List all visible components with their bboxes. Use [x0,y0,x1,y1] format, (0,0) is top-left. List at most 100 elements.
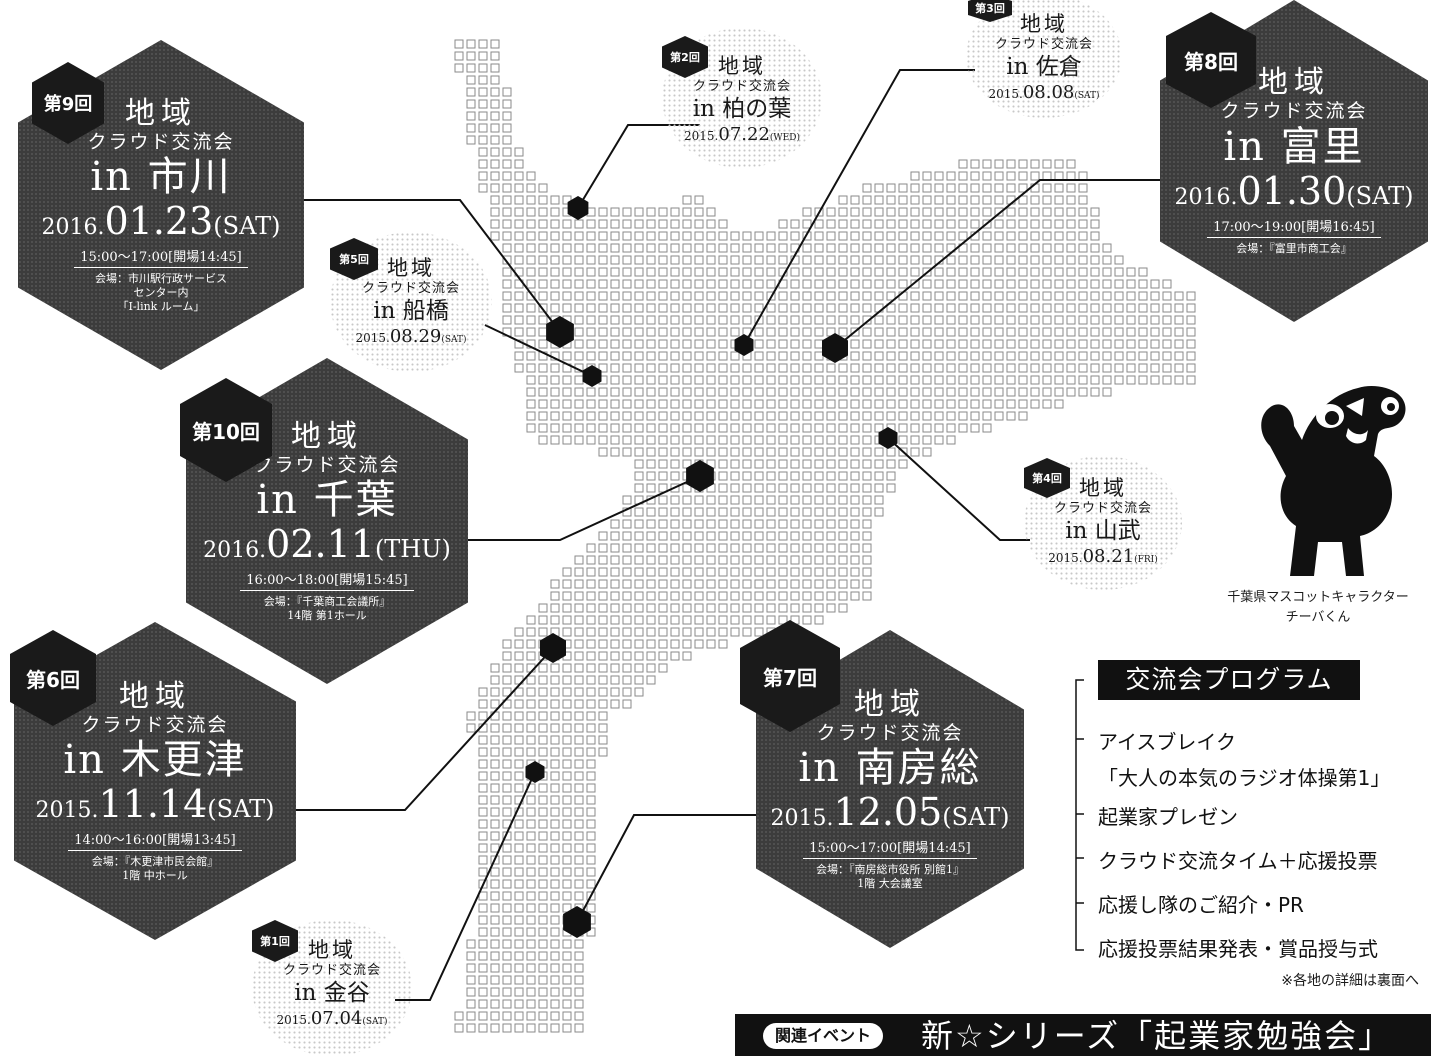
map-grid-cell [526,723,536,733]
map-grid-cell [934,183,944,193]
map-grid-cell [622,411,632,421]
map-grid-cell [850,579,860,589]
map-grid-cell [934,387,944,397]
map-grid-cell [886,411,896,421]
map-grid-cell [1018,375,1028,385]
map-grid-cell [634,231,644,241]
map-grid-cell [694,375,704,385]
map-grid-cell [490,675,500,685]
map-grid-cell [610,627,620,637]
map-grid-cell [622,327,632,337]
map-grid-cell [502,99,512,109]
map-grid-cell [550,615,560,625]
map-grid-cell [754,303,764,313]
map-grid-cell [706,423,716,433]
map-grid-cell [814,543,824,553]
map-grid-cell [682,555,692,565]
map-grid-cell [718,267,728,277]
map-grid-cell [526,279,536,289]
map-grid-cell [706,447,716,457]
map-grid-cell [970,195,980,205]
map-grid-cell [622,699,632,709]
map-grid-cell [586,639,596,649]
map-grid-cell [874,255,884,265]
map-grid-cell [538,1011,548,1021]
map-grid-cell [490,663,500,673]
map-grid-cell [514,903,524,913]
map-grid-cell [886,195,896,205]
map-grid-cell [970,315,980,325]
map-grid-cell [682,303,692,313]
map-grid-cell [826,387,836,397]
map-grid-cell [1078,351,1088,361]
map-grid-cell [562,675,572,685]
map-grid-cell [1174,315,1184,325]
map-grid-cell [982,279,992,289]
map-grid-cell [934,375,944,385]
map-grid-cell [838,591,848,601]
map-grid-cell [490,951,500,961]
map-grid-cell [670,555,680,565]
map-grid-cell [790,291,800,301]
map-grid-cell [670,627,680,637]
venue-line: 会場：『千葉商工会議所』 [263,594,391,608]
map-grid-cell [658,243,668,253]
map-grid-cell [790,579,800,589]
map-grid-cell [658,399,668,409]
map-grid-cell [826,591,836,601]
map-grid-cell [490,879,500,889]
map-grid-cell [538,663,548,673]
map-grid-cell [622,375,632,385]
map-grid-cell [1066,195,1076,205]
map-grid-cell [694,447,704,457]
map-grid-cell [1066,207,1076,217]
map-grid-cell [694,279,704,289]
map-grid-cell [538,843,548,853]
map-grid-cell [538,939,548,949]
map-grid-cell [1138,363,1148,373]
map-grid-cell [550,963,560,973]
map-grid-cell [526,315,536,325]
map-grid-cell [454,1011,464,1021]
event-series-label: クラウド交流会 [994,37,1093,53]
map-grid-cell [886,363,896,373]
map-grid-cell [586,891,596,901]
map-grid-cell [622,243,632,253]
map-grid-cell [610,267,620,277]
map-grid-cell [1054,231,1064,241]
map-grid-cell [574,987,584,997]
map-grid-cell [1150,351,1160,361]
map-grid-cell [1138,327,1148,337]
map-grid-cell [826,555,836,565]
map-grid-cell [814,387,824,397]
map-grid-cell [766,411,776,421]
map-grid-cell [742,387,752,397]
map-grid-cell [610,363,620,373]
map-grid-cell [682,435,692,445]
map-grid-cell [886,183,896,193]
map-grid-cell [838,447,848,457]
map-grid-cell [586,627,596,637]
map-grid-cell [838,243,848,253]
map-grid-cell [1018,231,1028,241]
map-grid-cell [478,735,488,745]
map-grid-cell [646,543,656,553]
map-grid-cell [622,663,632,673]
map-grid-cell [598,747,608,757]
map-grid-cell [850,303,860,313]
map-grid-cell [490,147,500,157]
map-grid-cell [1042,339,1052,349]
map-grid-cell [562,387,572,397]
map-grid-cell [514,891,524,901]
map-grid-cell [754,363,764,373]
map-grid-cell [910,315,920,325]
map-grid-cell [1006,315,1016,325]
map-grid-cell [574,975,584,985]
event-date: 2015.12.05(SAT) [771,790,1010,835]
map-grid-cell [646,555,656,565]
map-grid-cell [1030,219,1040,229]
map-grid-cell [1054,279,1064,289]
map-grid-cell [634,459,644,469]
map-grid-cell [646,471,656,481]
map-grid-cell [550,207,560,217]
